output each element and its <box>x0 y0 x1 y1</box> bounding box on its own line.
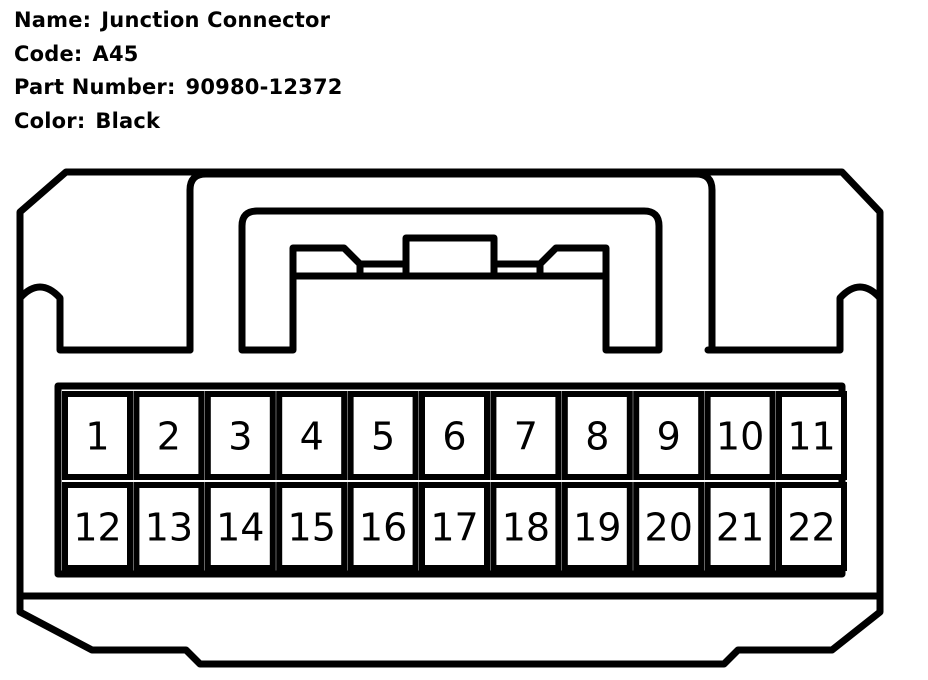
pin-cavity <box>490 391 562 480</box>
pin-number: 6 <box>442 415 466 459</box>
code-label: Code: <box>14 41 83 66</box>
pin-number: 11 <box>787 415 835 459</box>
pin-cavity <box>276 482 348 571</box>
pin-number: 4 <box>300 415 324 459</box>
pin-cavity <box>633 482 705 571</box>
pin-cavity <box>133 482 205 571</box>
pin-number: 16 <box>359 506 407 550</box>
pin-number: 9 <box>657 415 681 459</box>
pin-cavity <box>490 482 562 571</box>
pin-number: 18 <box>502 506 550 550</box>
pin-cavity <box>347 391 419 480</box>
pin-cavity <box>419 391 490 480</box>
pin-cavity <box>633 391 705 480</box>
pin-number: 15 <box>288 506 336 550</box>
pin-cavity <box>62 482 133 571</box>
latch-tab <box>402 234 498 280</box>
pin-number: 3 <box>228 415 252 459</box>
pin-cavity <box>704 391 776 480</box>
latch-right <box>490 244 610 280</box>
pin-number: 1 <box>85 415 109 459</box>
pin-number: 20 <box>645 506 693 550</box>
pin-number: 22 <box>787 506 835 550</box>
color-line: Color: Black <box>14 105 343 139</box>
pin-cavity <box>204 391 276 480</box>
pin-number: 14 <box>216 506 264 550</box>
connector-info: Name: Junction Connector Code: A45 Part Nu… <box>14 4 343 138</box>
part-number-value: 90980-12372 <box>185 75 343 99</box>
pin-cavity <box>776 391 847 480</box>
name-value: Junction Connector <box>101 8 331 32</box>
pin-cavity <box>204 482 276 571</box>
pin-cavity <box>347 482 419 571</box>
latch-left <box>289 244 410 280</box>
pin-cavity <box>561 482 633 571</box>
part-number-line: Part Number: 90980-12372 <box>14 71 343 105</box>
pin-cavity <box>561 391 633 480</box>
pin-number: 17 <box>430 506 478 550</box>
pin-number: 13 <box>145 506 193 550</box>
pin-cavity <box>419 482 490 571</box>
pin-cavity <box>704 482 776 571</box>
pin-number: 5 <box>371 415 395 459</box>
connector-housing <box>16 168 884 668</box>
right-shoulder <box>704 283 884 354</box>
name-label: Name: <box>14 8 92 32</box>
code-line: Code: A45 <box>14 38 343 72</box>
color-label: Color: <box>14 108 86 133</box>
lock-inner-frame <box>238 207 663 354</box>
left-shoulder <box>16 283 194 354</box>
lock-housing <box>186 170 716 354</box>
code-value: A45 <box>92 41 139 66</box>
pin-number: 2 <box>157 415 181 459</box>
color-value: Black <box>95 108 161 133</box>
housing-outline <box>16 168 884 668</box>
pin-cavity <box>776 482 847 571</box>
pin-number: 7 <box>514 415 538 459</box>
pin-cavity <box>62 391 133 480</box>
pin-number: 12 <box>73 506 121 550</box>
pin-cavity <box>133 391 205 480</box>
name-line: Name: Junction Connector <box>14 4 343 38</box>
pin-number: 10 <box>716 415 764 459</box>
pin-number: 8 <box>585 415 609 459</box>
pin-cavity <box>276 391 348 480</box>
part-number-label: Part Number: <box>14 75 176 99</box>
pin-number: 21 <box>716 506 764 550</box>
pin-number: 19 <box>573 506 621 550</box>
